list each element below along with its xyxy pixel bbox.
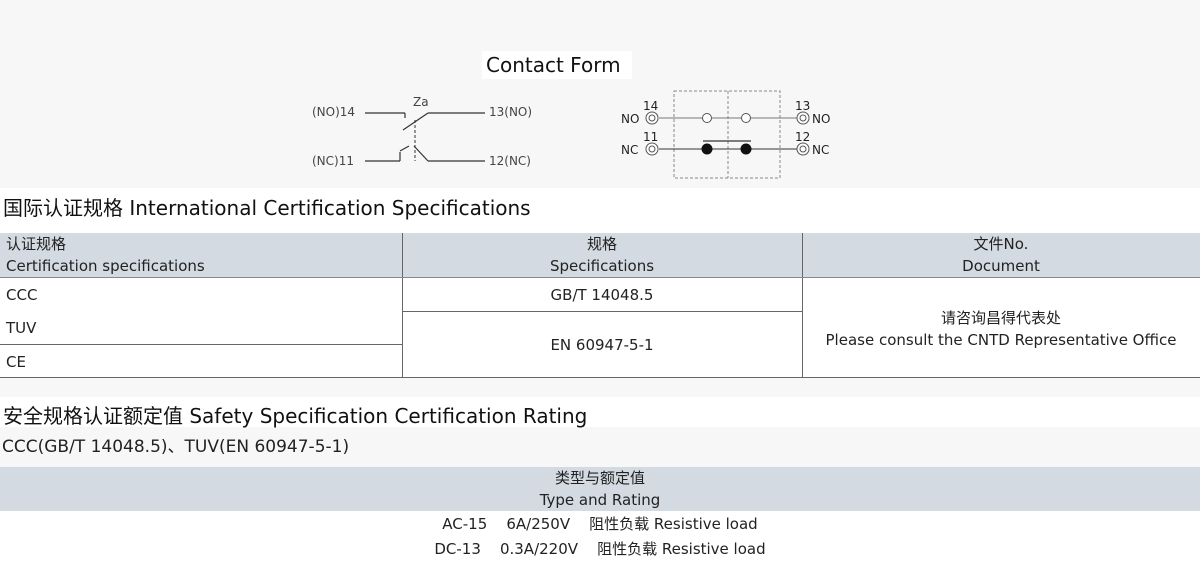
cert-header-col1: 认证规格 Certification specifications [0,233,402,277]
terminal-diagram: 14 NO 11 NC 13 NO 12 NC [621,90,830,179]
terminal-13-icon [796,111,810,125]
rating-header: 类型与额定值 Type and Rating [0,467,1200,511]
label-12nc: 12(NC) [489,154,531,168]
terminal-13-number: 13 [795,99,810,113]
contact-schematic: (NO)14 Za 13(NO) (NC)11 12(NC) [312,95,532,168]
cert-row-tuv: TUV [6,319,37,337]
document-cell: 请咨询昌得代表处 Please consult the CNTD Represe… [802,307,1200,351]
contact-form-title: Contact Form [482,51,632,79]
rating-body-bg [0,511,1200,561]
document-cn: 请咨询昌得代表处 [940,309,1061,327]
grid-line [0,344,402,345]
col1-header-cn: 认证规格 [6,235,67,253]
safety-note: CCC(GB/T 14048.5)、TUV(EN 60947-5-1) [2,437,350,457]
cert-row-ce: CE [6,353,26,371]
terminal-12-icon [796,142,810,156]
spec-ccc: GB/T 14048.5 [550,286,654,304]
grid-line [402,311,802,312]
terminal-11-icon [645,142,659,156]
grid-line [0,277,1200,278]
terminal-14-icon [645,111,659,125]
terminal-no-right: NO [812,112,830,126]
col1-header-en: Certification specifications [6,257,205,275]
col3-header-cn: 文件No. [973,235,1029,253]
contact-diagram: (NO)14 Za 13(NO) (NC)11 12(NC) [312,90,830,179]
spec-tuv-ce: EN 60947-5-1 [550,336,654,354]
cert-header-col2: 规格 Specifications [402,233,802,277]
grid-line [0,377,1200,378]
grid-line [402,233,403,377]
terminal-12-number: 12 [795,130,810,144]
cert-header-col3: 文件No. Document [802,233,1200,277]
col3-header-en: Document [962,257,1040,275]
rating-row-dc13: DC-13 0.3A/220V 阻性负载 Resistive load [434,540,766,558]
cert-row-ccc: CCC [6,286,38,304]
terminal-nc-left: NC [621,143,638,157]
terminal-nc-right: NC [812,143,829,157]
intl-cert-heading: 国际认证规格 International Certification Speci… [3,196,531,220]
col2-header-en: Specifications [549,257,655,275]
label-za: Za [413,95,429,109]
grid-line [802,233,803,377]
label-nc11: (NC)11 [312,154,354,168]
intl-heading-band [0,188,1200,233]
cert-table: 认证规格 Certification specifications 规格 Spe… [0,233,1200,378]
rating-header-en: Type and Rating [539,491,661,509]
safety-heading: 安全规格认证额定值 Safety Specification Certifica… [3,404,588,428]
label-13no: 13(NO) [489,105,532,119]
rating-row-ac15: AC-15 6A/250V 阻性负载 Resistive load [442,515,758,533]
col2-header-cn: 规格 [586,235,617,253]
label-no14: (NO)14 [312,105,355,119]
document-en: Please consult the CNTD Representative O… [825,331,1177,349]
safety-heading-band [0,397,1200,427]
rating-header-cn: 类型与额定值 [554,469,645,487]
terminal-no-left: NO [621,112,639,126]
terminal-14-number: 14 [643,99,658,113]
terminal-11-number: 11 [643,130,658,144]
